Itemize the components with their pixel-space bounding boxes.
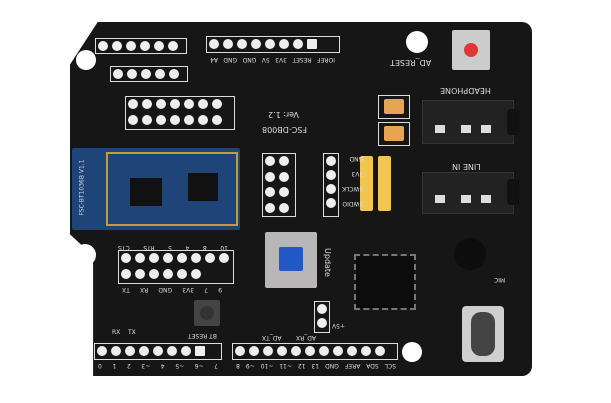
- pin-label: ~6: [194, 362, 204, 369]
- bt-module-label: FSC-BT1036B V1.1: [78, 159, 86, 216]
- pin-label: ~3: [141, 362, 151, 369]
- capacitor: [378, 122, 410, 146]
- pin-label: 12: [297, 362, 306, 369]
- pin-label: GND: [325, 362, 339, 369]
- pin-label: IOREF: [317, 56, 335, 63]
- pin-label: SWCLK: [342, 185, 364, 192]
- pin-label: GND: [349, 155, 364, 162]
- pin-label: 4: [160, 362, 165, 369]
- power-header: [206, 36, 340, 53]
- pin-label: SCL: [384, 362, 396, 369]
- bt-header: [118, 250, 234, 284]
- mic-label: MIC: [494, 276, 506, 283]
- jumper-labels: GND 3V3 SWCLK SWDIO: [342, 155, 363, 207]
- ad-tx-label: AD_TX: [262, 334, 282, 341]
- update-button[interactable]: [265, 232, 317, 288]
- mounting-hole: [74, 244, 96, 266]
- pin-label: 3V3: [275, 56, 287, 63]
- mounting-hole: [402, 342, 422, 362]
- digital-header-double: [125, 96, 235, 130]
- usb-c-port[interactable]: [462, 306, 504, 362]
- headphone-label: HEADPHONE: [440, 86, 491, 95]
- pin-label: ~10: [260, 362, 274, 369]
- version-label: Ver: 1.2: [268, 110, 299, 119]
- ad-reset-label: AD_RESET: [390, 58, 432, 67]
- pin-label: GND: [242, 56, 257, 63]
- pin-label: TX: [122, 286, 130, 293]
- update-label: Update: [322, 248, 332, 277]
- pin-label: ~11: [279, 362, 292, 369]
- pin-label: 7: [204, 286, 209, 293]
- pin-label: 8: [236, 362, 240, 369]
- bt-header-bottom-labels: TX RX GND 3V3 7 9: [122, 286, 222, 293]
- digital-header-low: [94, 343, 222, 360]
- pin-label: GND: [158, 286, 173, 293]
- line-in-label: LINE IN: [452, 162, 481, 171]
- analog-header: [95, 38, 187, 54]
- pin-label: 3V3: [182, 286, 195, 293]
- bt-reset-button[interactable]: [194, 300, 220, 326]
- ad-reset-button[interactable]: [452, 30, 490, 70]
- power-pins: [314, 301, 330, 333]
- line-in-jack[interactable]: [422, 172, 519, 214]
- io-header-double: [262, 153, 296, 217]
- microphone: [454, 238, 486, 270]
- pin-label: 3V3: [351, 170, 364, 177]
- jumper[interactable]: [360, 156, 373, 211]
- tx-arrow-label: TX: [128, 329, 136, 336]
- pin-label: A4: [210, 56, 218, 63]
- mounting-hole: [76, 50, 96, 70]
- pin-label: 0: [98, 362, 102, 369]
- pin-label: AREF: [344, 362, 361, 369]
- pin-label: SWDIO: [342, 200, 364, 207]
- bottom-left-labels: 0 1 2 ~3 4 ~5 ~6 7: [98, 362, 218, 369]
- bt-reset-label: BT RESET: [188, 332, 217, 339]
- pin-label: 9: [218, 286, 222, 293]
- pin-label: ~5: [175, 362, 185, 369]
- pin-label: ~9: [245, 362, 255, 369]
- pin-label: 2: [126, 362, 131, 369]
- pin-label: 1: [112, 362, 117, 369]
- bottom-right-labels: 8 ~9 ~10 ~11 12 13 GND AREF SDA SCL: [236, 362, 396, 369]
- analog-header-2: [110, 66, 188, 82]
- swd-header: [323, 153, 339, 217]
- capacitor: [378, 95, 410, 119]
- power-header-labels: A4 GND GND 5V 3V3 RESET IOREF: [210, 56, 335, 63]
- bluetooth-module: FSC-BT1036B V1.1: [72, 148, 240, 230]
- pin-label: 13: [311, 362, 320, 369]
- pin-label: GND: [223, 56, 238, 63]
- pin-label: RESET: [292, 56, 312, 63]
- jumper[interactable]: [378, 156, 391, 211]
- pin-label: 5V: [261, 56, 270, 63]
- mounting-hole: [406, 31, 428, 53]
- codec-chip: [354, 254, 416, 310]
- rx-arrow-label: RX: [112, 329, 121, 336]
- pin-label: SDA: [366, 362, 379, 369]
- model-label: FSC-DB008: [262, 125, 307, 134]
- digital-header-high: [232, 343, 398, 360]
- plus5v-label: +5V: [332, 322, 345, 329]
- pin-label: 7: [214, 362, 218, 369]
- pin-label: RX: [139, 286, 149, 293]
- ad-rx-label: AD_RX: [296, 334, 317, 341]
- headphone-jack[interactable]: [422, 100, 519, 144]
